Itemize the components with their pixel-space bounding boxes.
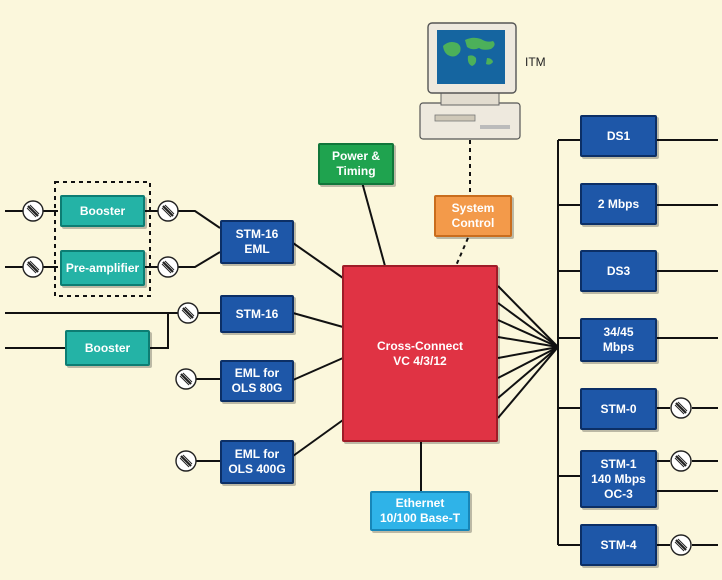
ethernet-box: Ethernet 10/100 Base-T — [370, 491, 470, 531]
line-power-cc — [361, 181, 386, 267]
line-stm16eml-cc — [292, 242, 344, 279]
line-booster-to-stm16eml — [178, 210, 221, 229]
eml-ols-400g-box: EML for OLS 400G — [220, 440, 294, 484]
fiber-connector-icon — [174, 449, 198, 473]
fiber-connector-icon — [176, 301, 200, 325]
itm-label: ITM — [525, 55, 546, 69]
stm16-box: STM-16 — [220, 295, 294, 333]
line-eml400-cc — [292, 419, 344, 457]
fiber-connector-icon — [156, 199, 180, 223]
fiber-connector-icon — [669, 533, 693, 557]
line-stm16-cc — [292, 312, 344, 328]
stm4-box: STM-4 — [580, 524, 657, 566]
ds1-box: DS1 — [580, 115, 657, 157]
fiber-connector-icon — [21, 199, 45, 223]
computer-workstation-icon — [419, 22, 521, 140]
line-eml80-cc — [292, 357, 344, 381]
fiber-connector-icon — [21, 255, 45, 279]
line-booster2-out — [150, 313, 169, 349]
fiber-connector-icon — [174, 367, 198, 391]
stm1-box: STM-1 140 Mbps OC-3 — [580, 450, 657, 508]
system-control-box: System Control — [434, 195, 512, 237]
34-45mbps-box: 34/45 Mbps — [580, 318, 657, 362]
amplifier-group-frame — [54, 181, 151, 297]
preamplifier-box: Pre-amplifier — [60, 250, 145, 286]
eml-ols-80g-box: EML for OLS 80G — [220, 360, 294, 402]
booster-box-lower: Booster — [65, 330, 150, 366]
cross-connect-box: Cross-Connect VC 4/3/12 — [342, 265, 498, 442]
booster-box: Booster — [60, 195, 145, 227]
power-timing-box: Power & Timing — [318, 143, 394, 185]
stm16-eml-box: STM-16 EML — [220, 220, 294, 264]
fiber-connector-icon — [669, 396, 693, 420]
ds3-box: DS3 — [580, 250, 657, 292]
fiber-connector-icon — [669, 449, 693, 473]
fiber-connector-icon — [156, 255, 180, 279]
line-preamp-to-stm16eml — [178, 251, 221, 268]
line-sysctl-cc — [454, 237, 469, 269]
2mbps-box: 2 Mbps — [580, 183, 657, 225]
stm0-box: STM-0 — [580, 388, 657, 430]
